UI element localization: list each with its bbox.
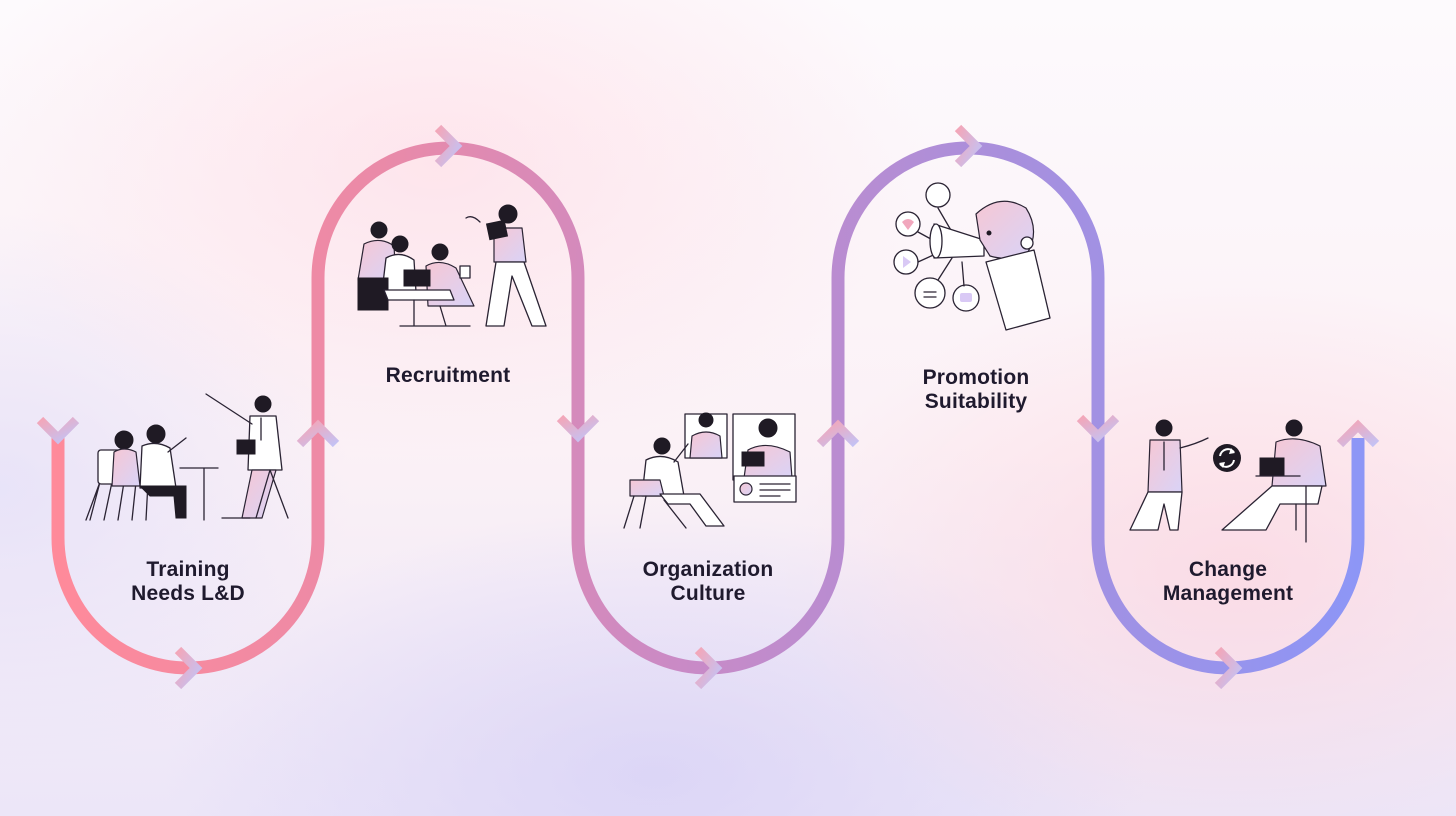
step-label-promotion: Promotion Suitability <box>846 366 1106 414</box>
trainer-presenting-illustration <box>85 393 289 521</box>
chevron-down-icon <box>1076 414 1120 443</box>
chevron-up-icon <box>1336 419 1380 448</box>
step-label-line: Training <box>146 558 230 581</box>
chevron-up-icon <box>816 419 860 448</box>
chevron-right-icon <box>694 646 723 690</box>
step-label-line: Management <box>1162 582 1294 605</box>
step-label-line: Suitability <box>924 390 1028 413</box>
chevron-right-icon <box>434 124 463 168</box>
step-label-line: Culture <box>670 582 746 605</box>
chevron-up-icon <box>296 419 340 448</box>
chevron-right-icon <box>1214 646 1243 690</box>
video-call-illustration <box>623 412 797 529</box>
step-label-line: Organization <box>642 558 774 581</box>
step-label-change: Change Management <box>1098 558 1358 606</box>
step-label-training: Training Needs L&D <box>58 558 318 606</box>
megaphone-robot-illustration <box>893 182 1051 331</box>
serpentine-path <box>51 141 1365 675</box>
chevron-right-icon <box>954 124 983 168</box>
chevron-down-icon <box>36 416 80 445</box>
chevron-right-icon <box>174 646 203 690</box>
step-label-culture: Organization Culture <box>578 558 838 606</box>
step-label-line: Change <box>1188 558 1268 581</box>
step-label-line: Needs L&D <box>131 582 245 605</box>
sync-icon <box>1213 444 1241 472</box>
team-meeting-illustration <box>357 204 547 327</box>
step-label-line: Promotion <box>922 366 1030 389</box>
step-label-recruitment: Recruitment <box>318 364 578 388</box>
sync-discussion-illustration <box>1129 419 1327 543</box>
chevron-down-icon <box>556 414 600 443</box>
step-label-line: Recruitment <box>385 364 511 387</box>
